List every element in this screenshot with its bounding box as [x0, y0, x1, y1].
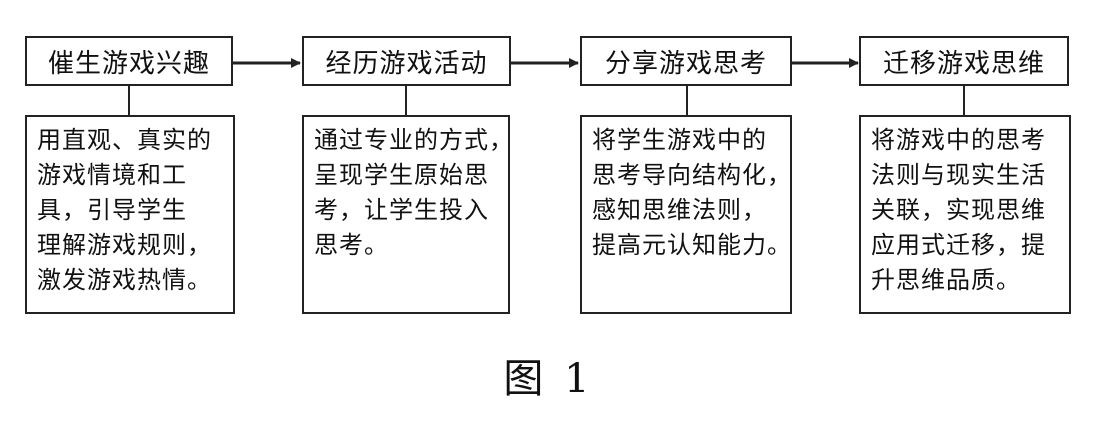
step-3-description: 将学生游戏中的 思考导向结构化， 感知思维法则， 提高元认知能力。 — [580, 115, 792, 314]
figure-caption: 图 1 — [503, 356, 594, 402]
step-3-title: 分享游戏思考 — [580, 36, 792, 86]
step-4-line-4: 应用式迁移，提 — [871, 231, 1046, 259]
step-1-title: 催生游戏兴趣 — [25, 36, 233, 86]
step-4-line-1: 将游戏中的思考 — [871, 126, 1046, 154]
step-4-line-5: 升思维品质。 — [871, 266, 1021, 294]
step-3-line-4: 提高元认知能力。 — [592, 231, 792, 259]
step-1-description: 用直观、真实的 游戏情境和工 具，引导学生 理解游戏规则， 激发游戏热情。 — [25, 115, 235, 314]
step-2-line-3: 考，让学生投入 — [314, 196, 489, 224]
step-1-line-5: 激发游戏热情。 — [37, 266, 212, 294]
step-1-line-2: 游戏情境和工 — [37, 161, 187, 189]
step-2-description: 通过专业的方式， 呈现学生原始思 考，让学生投入 思考。 — [302, 115, 514, 314]
step-2-line-4: 思考。 — [314, 231, 389, 259]
step-2-line-2: 呈现学生原始思 — [314, 161, 489, 189]
step-1-line-1: 用直观、真实的 — [37, 126, 212, 154]
step-4-title: 迁移游戏思维 — [859, 36, 1069, 86]
step-1-line-4: 理解游戏规则， — [37, 231, 212, 259]
step-4-line-3: 关联，实现思维 — [871, 196, 1046, 224]
step-1-line-3: 具，引导学生 — [37, 196, 187, 224]
step-4-line-2: 法则与现实生活 — [871, 161, 1046, 189]
step-3-line-2: 思考导向结构化， — [592, 161, 792, 189]
step-3-line-1: 将学生游戏中的 — [592, 126, 767, 154]
step-2-title: 经历游戏活动 — [302, 36, 511, 86]
step-2-line-1: 通过专业的方式， — [314, 126, 514, 154]
step-4-description: 将游戏中的思考 法则与现实生活 关联，实现思维 应用式迁移，提 升思维品质。 — [859, 115, 1071, 314]
step-3-line-3: 感知思维法则， — [592, 196, 767, 224]
